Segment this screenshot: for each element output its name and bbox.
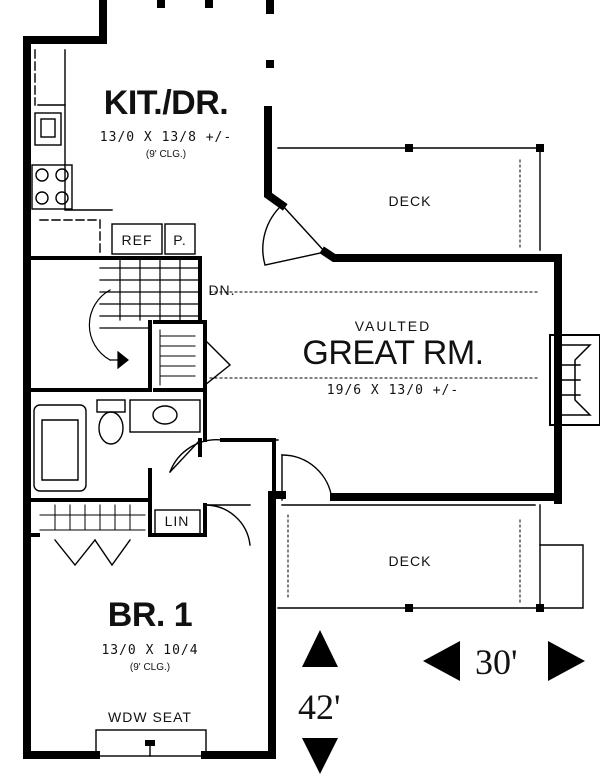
bathtub	[33, 404, 87, 492]
arrow-left-icon	[423, 641, 460, 681]
pantry-label: P.	[173, 232, 187, 248]
fireplace-icon	[549, 334, 600, 426]
kitchen-ceiling: (9' CLG.)	[145, 149, 187, 160]
great-room-prefix: VAULTED	[354, 318, 432, 334]
kitchen-dims: 13/0 X 13/8 +/-	[99, 130, 233, 145]
great-room-name: GREAT RM.	[302, 334, 484, 372]
bedroom-name: BR. 1	[107, 596, 193, 634]
great-room-dims: 19/6 X 13/0 +/-	[326, 383, 460, 398]
stairs	[88, 257, 201, 370]
ref-label: REF	[121, 232, 153, 248]
exterior-walls	[23, 0, 562, 759]
interior-walls	[27, 256, 276, 537]
overall-width: 30'	[475, 642, 518, 682]
toilet	[98, 411, 124, 445]
deck-lower-name: DECK	[388, 553, 432, 569]
deck-upper-name: DECK	[388, 193, 432, 209]
linen-closet	[154, 509, 201, 536]
overall-depth: 42'	[298, 687, 341, 727]
vanity	[129, 399, 201, 433]
arrow-down-icon	[302, 738, 338, 774]
window-seat	[95, 729, 207, 757]
bedroom-dims: 13/0 X 10/4	[101, 643, 199, 658]
stairs-arrow-icon	[117, 350, 129, 370]
kitchen-name: KIT./DR.	[103, 84, 229, 122]
vault-lines	[209, 159, 541, 606]
window-seat-label: WDW SEAT	[108, 709, 192, 725]
arrow-up-icon	[302, 630, 338, 667]
arrow-right-icon	[548, 641, 585, 681]
doors	[54, 204, 333, 567]
bedroom-ceiling: (9' CLG.)	[129, 662, 171, 673]
stairs-down-label: DN.	[208, 282, 236, 298]
linen-label: LIN	[164, 513, 190, 529]
